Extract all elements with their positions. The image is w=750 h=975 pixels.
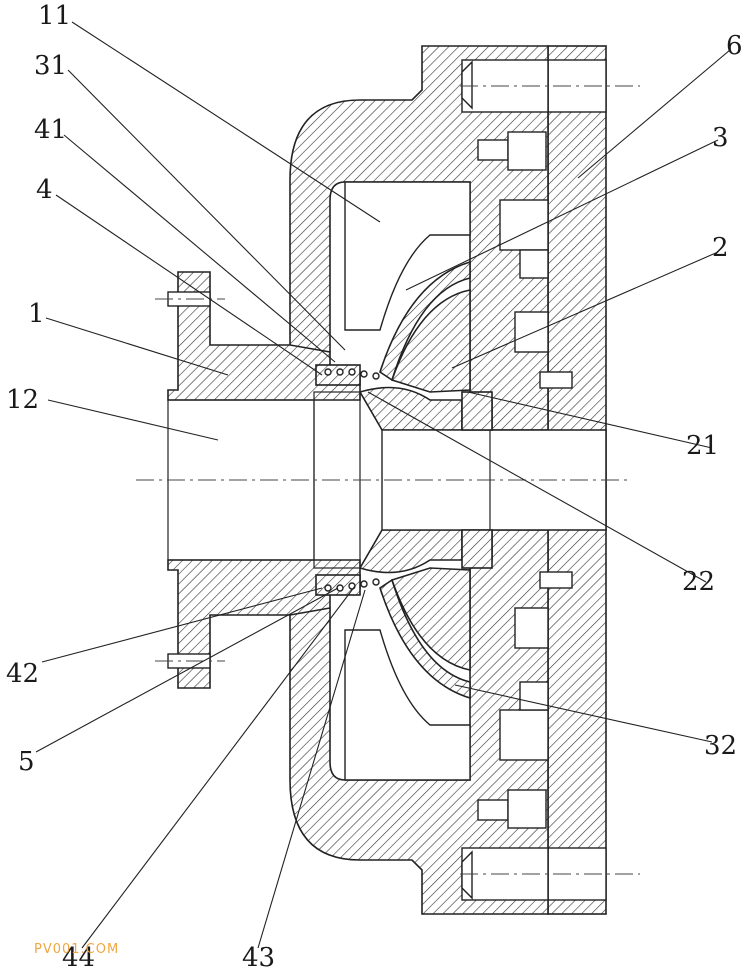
leader-21 <box>467 391 713 449</box>
wear-ring <box>315 364 380 596</box>
leader-5 <box>35 587 339 753</box>
label-12: 12 <box>6 385 39 415</box>
leader-6 <box>577 49 731 179</box>
label-21: 21 <box>686 431 719 461</box>
label-4: 4 <box>36 175 53 205</box>
label-42: 42 <box>6 659 39 689</box>
leader-31 <box>67 69 346 351</box>
leader-32 <box>454 684 713 743</box>
center-lines <box>136 85 640 875</box>
leader-44 <box>81 585 356 949</box>
leader-2 <box>451 251 719 369</box>
impeller <box>358 260 471 700</box>
leader-3 <box>405 139 719 291</box>
label-43: 43 <box>242 943 275 973</box>
label-41: 41 <box>34 115 67 145</box>
leader-42 <box>41 587 323 663</box>
leader-lines <box>35 21 731 949</box>
leader-43 <box>257 589 366 949</box>
label-31: 31 <box>34 51 67 81</box>
o-ring-groove-upper <box>324 368 380 380</box>
label-32: 32 <box>704 731 737 761</box>
leader-1 <box>45 317 229 376</box>
o-ring-groove-lower <box>324 578 380 592</box>
part-labels: 11 31 41 4 1 12 6 3 2 21 22 42 5 32 44 4… <box>6 1 743 973</box>
label-5: 5 <box>18 747 35 777</box>
leader-12 <box>47 399 219 441</box>
label-44: 44 <box>62 943 95 973</box>
label-11: 11 <box>38 1 71 31</box>
label-22: 22 <box>682 567 715 597</box>
label-2: 2 <box>712 233 729 263</box>
leader-11 <box>71 21 381 223</box>
label-6: 6 <box>726 31 743 61</box>
label-1: 1 <box>28 299 45 329</box>
watermark: PV001.COM <box>34 942 119 957</box>
leader-4 <box>55 194 323 376</box>
leader-41 <box>63 134 336 363</box>
label-3: 3 <box>712 123 729 153</box>
leader-22 <box>367 391 707 583</box>
